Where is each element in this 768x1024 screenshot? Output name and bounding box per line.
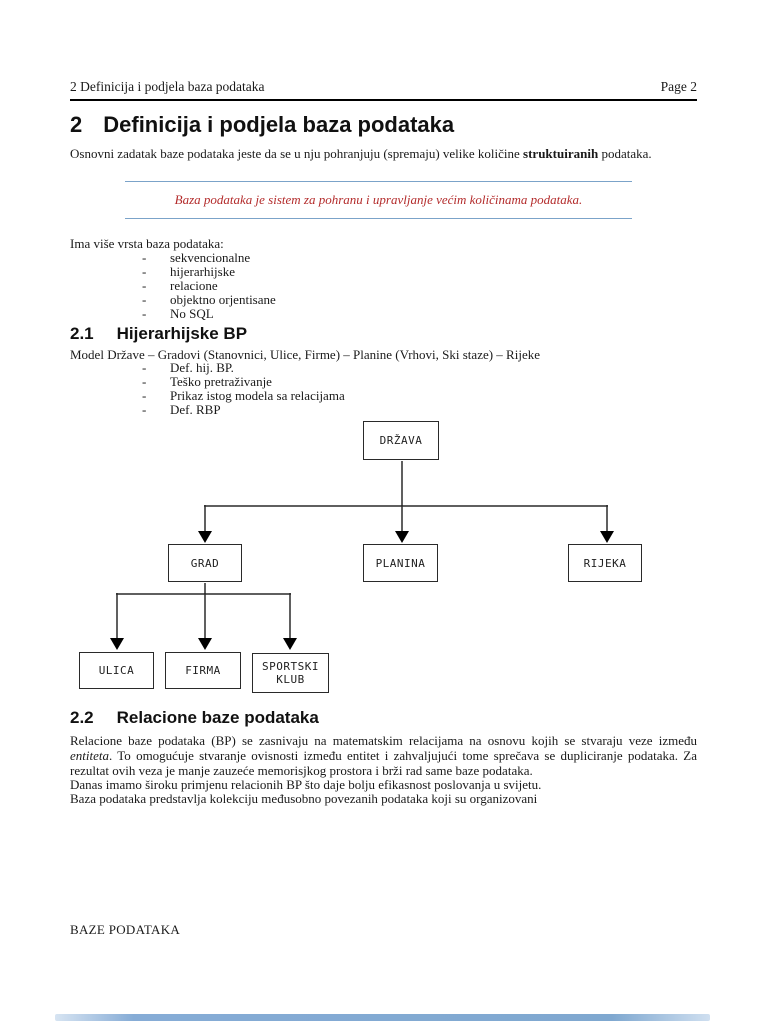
definition-callout: Baza podataka je sistem za pohranu i upr…	[125, 181, 632, 219]
list-item: -No SQL	[142, 306, 214, 321]
page-footer: BAZE PODATAKA	[70, 922, 181, 937]
chapter-title: Definicija i podjela baza podataka	[103, 112, 455, 137]
section-title: Hijerarhijske BP	[116, 324, 248, 343]
diagram-connector-lines	[110, 461, 614, 650]
list-item: -relacione	[142, 278, 218, 293]
section-2-2-line-3: Baza podataka predstavlja kolekciju među…	[70, 791, 538, 806]
arrowheads	[110, 531, 614, 650]
intro-paragraph: Osnovni zadatak baze podataka jeste da s…	[70, 146, 697, 161]
section-2-2-paragraph: Relacione baze podataka (BP) se zasnivaj…	[70, 733, 697, 778]
section-2-2-line-2: Danas imamo široku primjenu relacionih B…	[70, 777, 542, 792]
intro-text-end: podataka.	[598, 146, 652, 161]
model-line: Model Države – Gradovi (Stanovnici, Ulic…	[70, 347, 540, 362]
diagram-node-planina: PLANINA	[363, 544, 438, 582]
dash-bullet: -	[142, 306, 147, 321]
list-item: -objektno orjentisane	[142, 292, 276, 307]
dash-bullet: -	[142, 402, 147, 417]
diagram-node-sportski-klub: SPORTSKI KLUB	[252, 653, 329, 693]
intro-bold-word: struktuiranih	[523, 146, 599, 161]
paragraph-text: . To omogućuje stvaranje ovisnosti izmeđ…	[70, 748, 697, 778]
header-title: 2 Definicija i podjela baza podataka	[70, 79, 265, 94]
diagram-node-grad: GRAD	[168, 544, 242, 582]
diagram-node-ulica: ULICA	[79, 652, 154, 689]
list-item: -Def. RBP	[142, 402, 221, 417]
section-number: 2.1	[70, 324, 94, 343]
dash-bullet: -	[142, 374, 147, 389]
section-2-2-heading: 2.2 Relacione baze podataka	[70, 708, 710, 728]
diagram-node-firma: FIRMA	[165, 652, 241, 689]
list-item: -hijerarhijske	[142, 264, 235, 279]
dash-bullet: -	[142, 250, 147, 265]
types-label: Ima više vrsta baza podataka:	[70, 236, 224, 251]
hierarchy-diagram: DRŽAVA GRAD PLANINA RIJEKA ULICA FIRMA S…	[0, 415, 768, 705]
definition-text: Baza podataka je sistem za pohranu i upr…	[174, 192, 583, 207]
section-2-1-heading: 2.1 Hijerarhijske BP	[70, 324, 710, 344]
intro-text: Osnovni zadatak baze podataka jeste da s…	[70, 146, 524, 161]
dash-bullet: -	[142, 278, 147, 293]
chapter-heading: 2 Definicija i podjela baza podataka	[70, 112, 710, 138]
dash-bullet: -	[142, 264, 147, 279]
diagram-node-drzava: DRŽAVA	[363, 421, 439, 460]
bottom-gradient-bar	[55, 1014, 710, 1021]
dash-bullet: -	[142, 360, 147, 375]
dash-bullet: -	[142, 292, 147, 307]
list-item: -Prikaz istog modela sa relacijama	[142, 388, 345, 403]
dash-bullet: -	[142, 388, 147, 403]
list-item: -Def. hij. BP.	[142, 360, 234, 375]
section-number: 2.2	[70, 708, 94, 727]
header-page-number: Page 2	[660, 79, 697, 94]
paragraph-text: Relacione baze podataka (BP) se zasnivaj…	[70, 733, 697, 748]
section-title: Relacione baze podataka	[116, 708, 319, 727]
page-header: 2 Definicija i podjela baza podataka Pag…	[70, 79, 697, 101]
diagram-node-rijeka: RIJEKA	[568, 544, 642, 582]
list-item: -sekvencionalne	[142, 250, 251, 265]
chapter-number: 2	[70, 112, 83, 137]
italic-term: entiteta	[70, 748, 109, 763]
list-item: -Teško pretraživanje	[142, 374, 272, 389]
